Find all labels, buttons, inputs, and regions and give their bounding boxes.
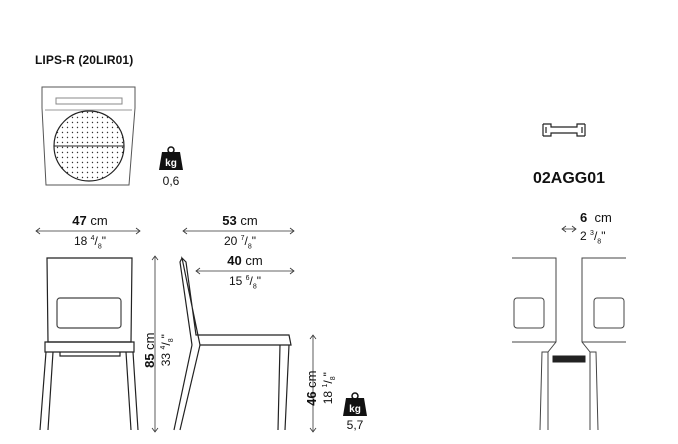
- dimension-height-label: 85 cm 33 4/8": [141, 332, 176, 368]
- chair-side-view: [173, 256, 292, 431]
- width-cm-value: 47: [72, 213, 87, 228]
- seat-height-cm-unit: cm: [303, 370, 319, 388]
- dimension-width-label: 47 cm 18 4/8": [72, 213, 108, 251]
- dimension-width-arrow: [35, 227, 141, 235]
- gap-cm-unit: cm: [594, 210, 612, 225]
- dimension-height-arrow: [151, 255, 159, 433]
- accessory-code: 02AGG01: [533, 170, 606, 187]
- connector-clip-icon: [542, 123, 586, 137]
- dimension-gap-arrow: [561, 225, 577, 233]
- dimension-seat-height-arrow: [309, 334, 317, 433]
- depth-cm-value: 53: [222, 213, 237, 228]
- dimension-gap-label: 6 cm 2 3/8": [580, 210, 612, 246]
- chair-top-view: [41, 86, 136, 186]
- seat-depth-in-whole: 15: [228, 274, 243, 288]
- dimension-seat-depth-arrow: [195, 267, 295, 275]
- dimension-depth-arrow: [182, 227, 295, 235]
- product-title: LIPS-R (20LIR01): [35, 53, 134, 67]
- weight-icon-bottom: kg: [343, 392, 367, 416]
- dimension-seat-depth-label: 40 cm 15 6/8": [227, 253, 263, 291]
- weight-top-value: 0,6: [162, 174, 180, 188]
- weight-bottom-value: 5,7: [346, 418, 364, 432]
- seat-height-in-whole: 18: [320, 390, 335, 405]
- width-cm-unit: cm: [90, 213, 108, 228]
- width-in-whole: 18: [73, 234, 88, 248]
- joined-chairs-view: [512, 257, 626, 431]
- depth-in-whole: 20: [223, 234, 238, 248]
- height-cm-value: 85: [141, 353, 157, 368]
- dimension-depth-label: 53 cm 20 7/8": [222, 213, 258, 251]
- gap-cm-value: 6: [580, 210, 588, 225]
- gap-in-whole: 2: [580, 229, 587, 243]
- dimension-seat-height-label: 46 cm 18 1/8": [303, 370, 338, 406]
- height-in-whole: 33: [158, 352, 173, 367]
- seat-depth-cm-value: 40: [227, 253, 242, 268]
- height-cm-unit: cm: [141, 332, 157, 350]
- seat-height-cm-value: 46: [303, 391, 319, 406]
- chair-front-view: [39, 257, 139, 431]
- weight-icon: kg: [159, 146, 183, 170]
- weight-icon-label: kg: [165, 158, 177, 169]
- seat-depth-cm-unit: cm: [245, 253, 263, 268]
- depth-cm-unit: cm: [240, 213, 258, 228]
- weight-icon-label: kg: [349, 404, 361, 415]
